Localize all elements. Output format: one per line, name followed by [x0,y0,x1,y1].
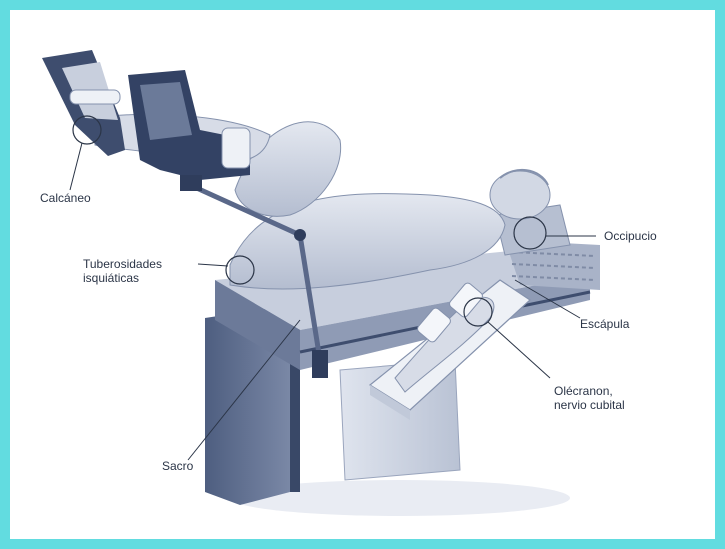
label-occipucio: Occipucio [604,229,657,243]
label-escapula: Escápula [580,317,629,331]
label-olecranon-line2: nervio cubital [554,398,625,412]
label-tuberosidades-line1: Tuberosidades [83,257,162,271]
head [490,171,550,219]
label-olecranon-line1: Olécranon, [554,384,613,398]
label-calcaneo: Calcáneo [40,191,91,205]
label-sacro: Sacro [162,459,193,473]
label-tuberosidades-line2: isquiáticas [83,271,139,285]
